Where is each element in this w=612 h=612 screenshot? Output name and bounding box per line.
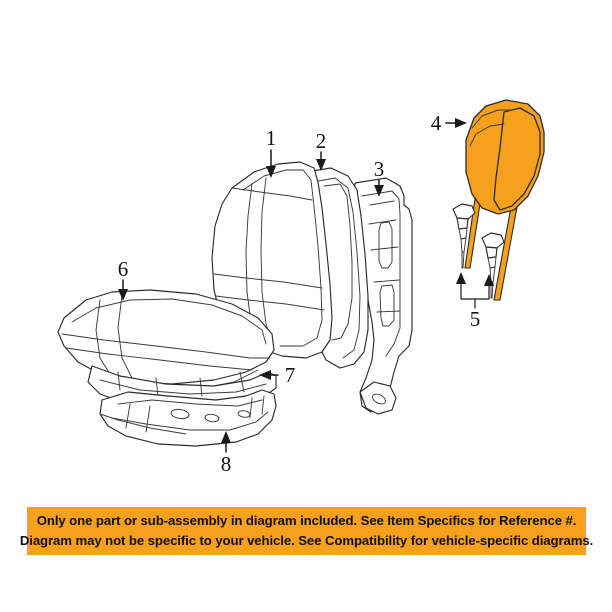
callout-leader-4: [445, 118, 467, 128]
callout-leader-1: [266, 149, 276, 178]
disclaimer-line-1: Only one part or sub-assembly in diagram…: [36, 512, 577, 528]
callout-leader-8: [221, 431, 231, 453]
callout-leader-7: [259, 370, 279, 380]
callout-label-5: 5: [470, 307, 481, 331]
disclaimer-banner: Only one part or sub-assembly in diagram…: [20, 507, 593, 555]
callout-label-6: 6: [118, 257, 129, 281]
callout-label-8: 8: [221, 452, 232, 476]
part-headrest-guide-sleeve-left: [452, 203, 476, 269]
part-headrest: [464, 99, 545, 301]
callout-label-1: 1: [266, 126, 277, 150]
callout-leader-3: [374, 179, 384, 197]
part-headrest-guide-sleeve-right: [481, 232, 505, 299]
callout-label-4: 4: [431, 111, 442, 135]
part-seat-cushion-frame-pan: [99, 389, 277, 447]
callout-label-3: 3: [374, 157, 385, 181]
callout-leader-6: [118, 279, 128, 301]
callout-leader-2: [316, 151, 326, 171]
callout-leader-5: [456, 272, 494, 309]
callout-label-7: 7: [285, 363, 296, 387]
disclaimer-line-2: Diagram may not be specific to your vehi…: [19, 532, 594, 548]
callout-label-2: 2: [316, 129, 327, 153]
